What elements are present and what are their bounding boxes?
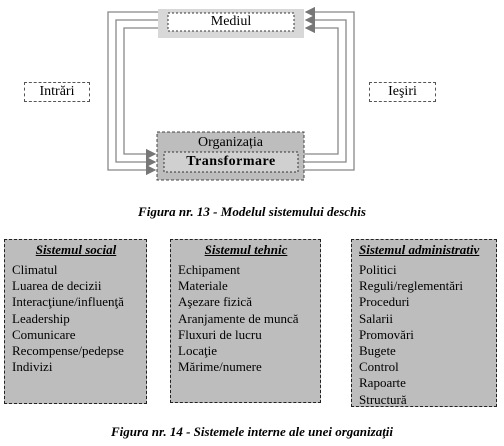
list-item: Salarii: [359, 310, 393, 326]
open-system-diagram: Mediul Organizația Transformare Intrări …: [0, 0, 504, 200]
list-item: Fluxuri de lucru: [178, 326, 262, 342]
figure-13-caption: Figura nr. 13 - Modelul sistemului desch…: [138, 204, 366, 219]
list-item: Promovări: [359, 326, 414, 342]
technical-system-title: Sistemul tehnic: [204, 242, 288, 257]
list-item: Luarea de decizii: [12, 278, 102, 294]
administrative-system-box: Sistemul administrativ Politici Reguli/r…: [351, 239, 497, 407]
list-item: Aşezare fizică: [178, 294, 252, 310]
organization-label: Organizația: [197, 135, 264, 150]
inputs-label: Intrări: [24, 82, 90, 102]
list-item: Locaţie: [178, 343, 217, 359]
social-system-box: Sistemul social Climatul Luarea de deciz…: [4, 239, 147, 404]
technical-system-box: Sistemul tehnic Echipament Materiale Aşe…: [170, 239, 321, 403]
list-item: Indivizi: [12, 359, 53, 375]
administrative-system-title: Sistemul administrativ: [359, 242, 480, 257]
list-item: Aranjamente de muncă: [178, 310, 299, 326]
list-item: Structură: [359, 391, 407, 407]
administrative-system-list: Politici Reguli/reglementări Proceduri S…: [359, 262, 490, 407]
list-item: Bugete: [359, 343, 396, 359]
list-item: Control: [359, 359, 399, 375]
figure-14-caption: Figura nr. 14 - Sistemele interne ale un…: [110, 424, 394, 439]
list-item: Recompense/pedepse: [12, 343, 124, 359]
feedback-loop-lines: [107, 6, 355, 181]
list-item: Leadership: [12, 310, 70, 326]
list-item: Reguli/reglementări: [359, 278, 463, 294]
transformation-label: Transformare: [186, 154, 276, 169]
list-item: Interacţiune/influenţă: [12, 294, 124, 310]
technical-system-list: Echipament Materiale Aşezare fizică Aran…: [178, 262, 314, 375]
social-system-title: Sistemul social: [35, 242, 117, 257]
list-item: Proceduri: [359, 294, 410, 310]
social-system-list: Climatul Luarea de decizii Interacţiune/…: [12, 262, 140, 375]
environment-label: Mediul: [210, 14, 252, 29]
list-item: Mărime/numere: [178, 359, 262, 375]
list-item: Climatul: [12, 262, 58, 277]
outputs-label: Ieşiri: [369, 82, 436, 102]
list-item: Comunicare: [12, 326, 76, 342]
list-item: Materiale: [178, 278, 228, 294]
list-item: Echipament: [178, 262, 241, 277]
list-item: Politici: [359, 262, 397, 277]
list-item: Rapoarte: [359, 375, 406, 391]
